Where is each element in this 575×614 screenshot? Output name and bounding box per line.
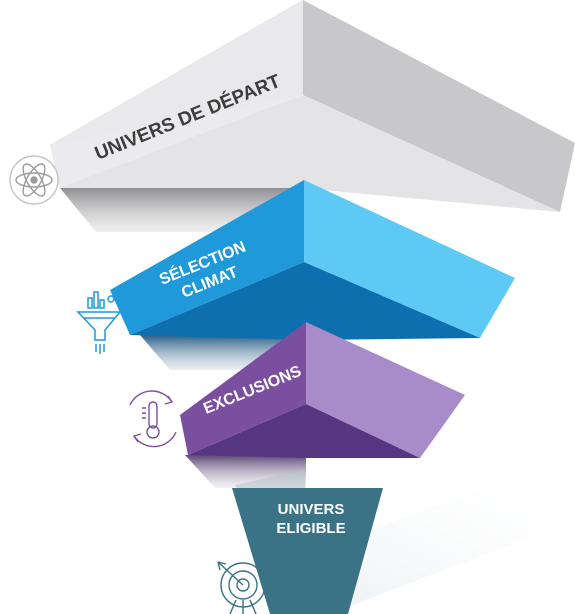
level3-right-face xyxy=(306,322,465,458)
thermometer-cycle-icon xyxy=(129,390,177,448)
level-univers-eligible: UNIVERS ELIGIBLE xyxy=(232,470,383,614)
level-selection-climat: SÉLECTION CLIMAT xyxy=(110,180,515,370)
funnel-chart-icon xyxy=(76,291,122,354)
level3-dark-face xyxy=(188,404,420,458)
level-exclusions: EXCLUSIONS xyxy=(180,322,465,488)
bottom-glare xyxy=(290,460,575,610)
level1-right-face xyxy=(303,0,575,212)
target-arrow-icon xyxy=(217,561,266,614)
level4-front-face xyxy=(232,488,383,614)
level4-label-line2: ELIGIBLE xyxy=(276,520,345,537)
level2-top-face xyxy=(304,180,515,338)
level4-label-line1: UNIVERS xyxy=(278,501,345,518)
level2-front-face xyxy=(110,180,304,335)
level3-front-face xyxy=(180,322,306,455)
level2-dark-face xyxy=(130,262,480,340)
level-univers-de-depart: UNIVERS DE DÉPART xyxy=(50,0,575,232)
level1-front-left xyxy=(50,0,303,188)
atom-icon xyxy=(9,155,59,205)
